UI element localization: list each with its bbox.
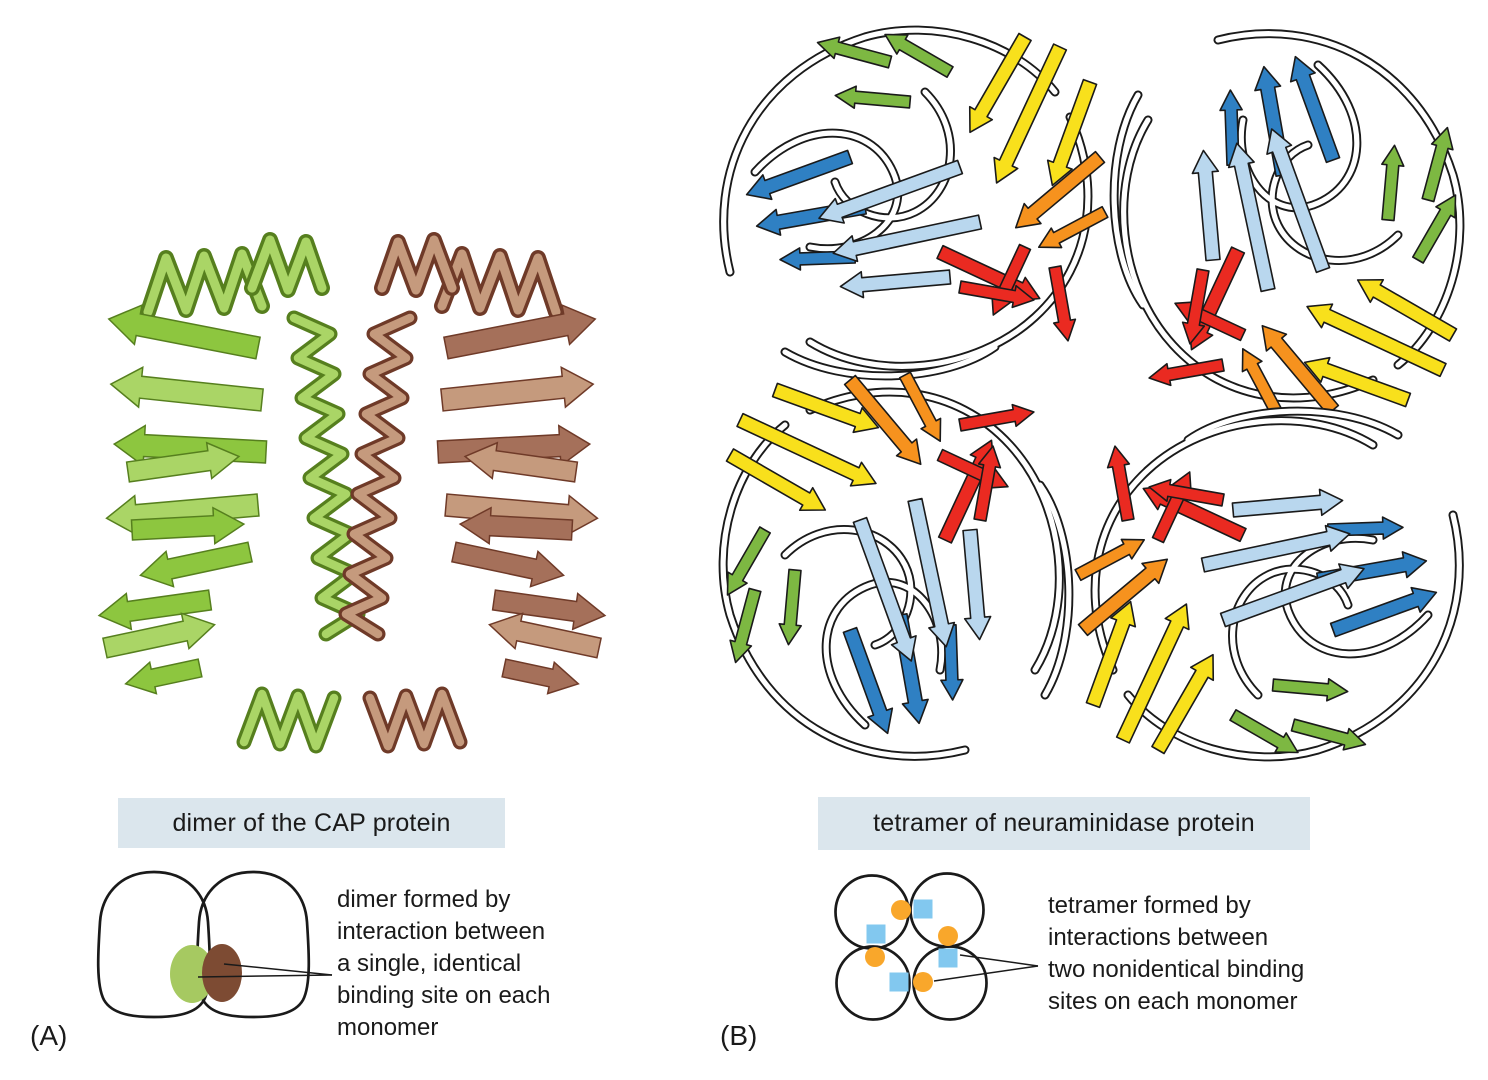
- neuraminidase-monomer-top-left: [724, 25, 1110, 376]
- panel-label-b: (B): [720, 1020, 758, 1051]
- tetramer-monomer-outline-3: [835, 945, 911, 1021]
- cap-monomer-right: [346, 240, 607, 746]
- dimer-monomer-outline-right: [195, 870, 311, 1019]
- tetramer-binding-sites-blue: [866, 899, 958, 992]
- panel-a-caption: dimer formed by interaction between a si…: [337, 884, 551, 1044]
- neuraminidase-tetramer-illustration: [718, 25, 1465, 762]
- neuraminidase-monomer-bottom-right: [1073, 411, 1459, 762]
- panel-b-caption: tetramer formed by interactions between …: [1048, 890, 1304, 1018]
- dimer-binding-site-green: [170, 945, 214, 1003]
- caption-line: sites on each monomer: [1048, 988, 1298, 1015]
- dimer-binding-site-brown: [202, 944, 242, 1002]
- panel-a-structure-label: dimer of the CAP protein: [172, 808, 451, 837]
- caption-line: tetramer formed by: [1048, 892, 1251, 919]
- panel-b-structure-label: tetramer of neuraminidase protein: [873, 809, 1255, 837]
- panel-b-label-box: tetramer of neuraminidase protein: [818, 797, 1310, 850]
- tetramer-pointer-lines: [933, 954, 1039, 982]
- panel-a-label-box: dimer of the CAP protein: [118, 798, 505, 848]
- dimer-pointer-lines: [197, 963, 333, 978]
- cap-dimer-illustration: [95, 232, 608, 754]
- caption-line: interactions between: [1048, 924, 1269, 951]
- dimer-schematic: [96, 870, 333, 1019]
- neuraminidase-monomer-top-right: [1114, 34, 1465, 420]
- neuraminidase-monomer-bottom-left: [718, 370, 1069, 756]
- cap-monomer-left: [95, 232, 366, 754]
- caption-line: a single, identical: [337, 950, 522, 977]
- caption-line: binding site on each: [337, 982, 551, 1009]
- caption-line: interaction between: [337, 918, 546, 945]
- tetramer-schematic: [834, 872, 1039, 1021]
- dimer-monomer-outline-left: [96, 870, 212, 1019]
- caption-line: dimer formed by: [337, 886, 511, 913]
- caption-line: two nonidentical binding: [1048, 956, 1305, 983]
- panel-label-a: (A): [30, 1020, 68, 1051]
- caption-line: monomer: [337, 1014, 439, 1041]
- tetramer-binding-sites-orange: [865, 900, 958, 992]
